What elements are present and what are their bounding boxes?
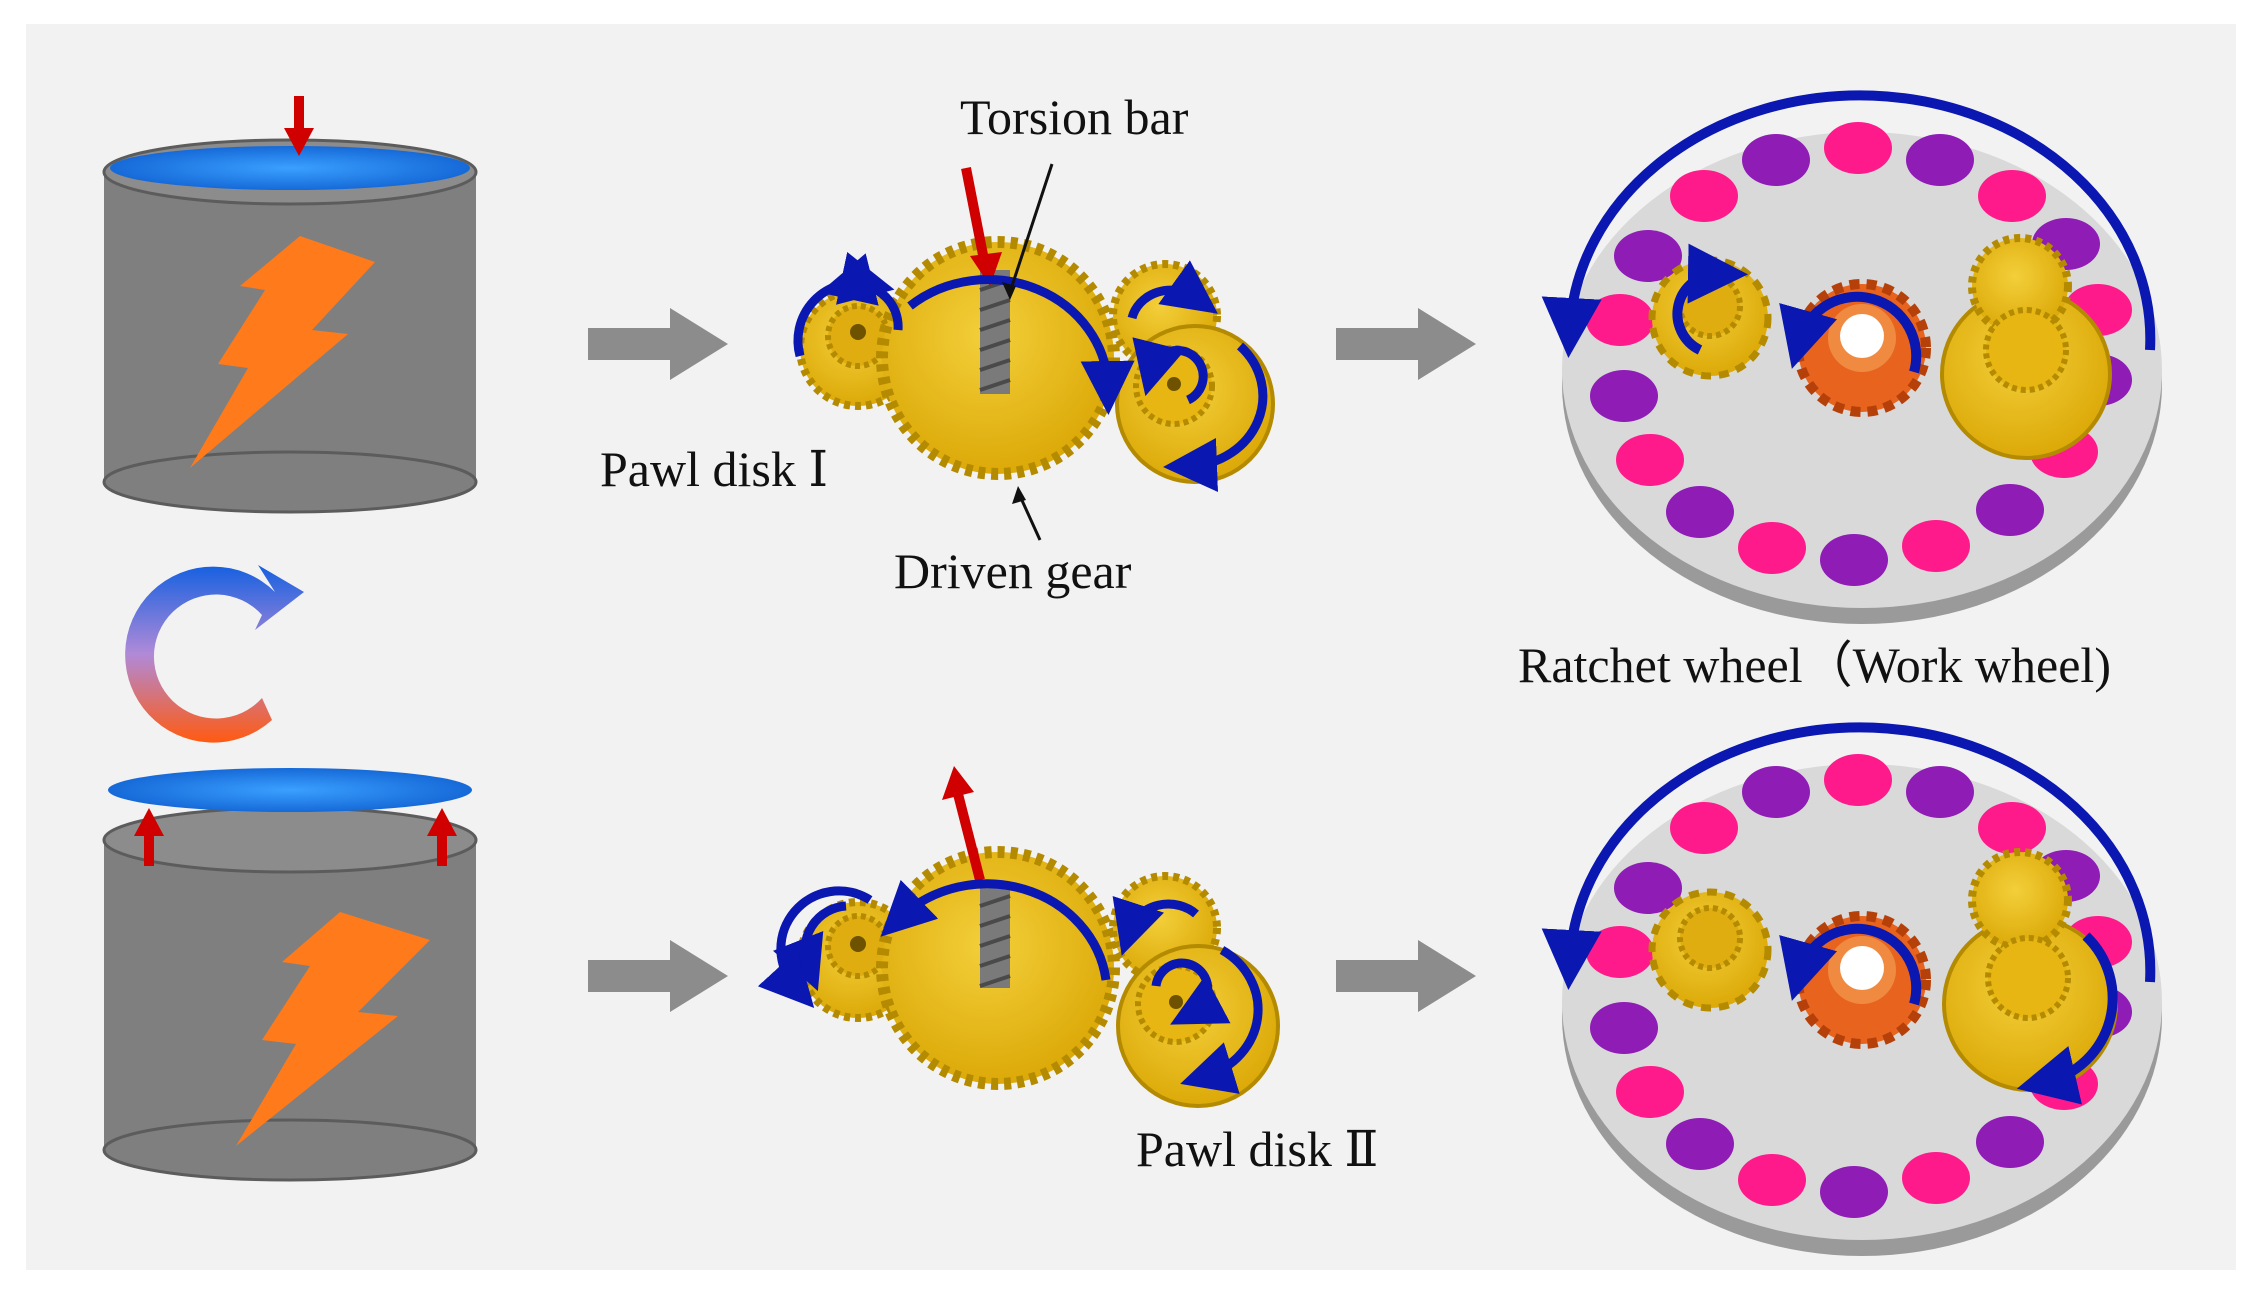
press-arrow-top bbox=[284, 96, 314, 156]
rotation-arrow bbox=[1672, 243, 1748, 355]
water-disc-bottom bbox=[108, 768, 472, 812]
magnet-ring-top bbox=[1586, 122, 2132, 586]
rotation-arrow bbox=[2016, 932, 2118, 1105]
rotation-arrow bbox=[793, 252, 895, 358]
rotation-arrow bbox=[1112, 895, 1199, 956]
torsion-bar-pointer bbox=[1010, 163, 1054, 287]
rotation-arrow bbox=[1180, 946, 1263, 1094]
piezo-cylinder-bottom bbox=[102, 768, 478, 1182]
gear-train-top bbox=[793, 163, 1275, 541]
gear-icon bbox=[1983, 307, 2069, 393]
rotation-arrow bbox=[907, 275, 1135, 415]
cycle-arrows-icon bbox=[125, 565, 304, 743]
ratchet-wheel-bottom bbox=[1541, 722, 2162, 1256]
rotation-arrow bbox=[1127, 260, 1218, 320]
twist-force-arrow bbox=[961, 167, 1002, 286]
rotation-arrow bbox=[880, 879, 1111, 981]
ratchet-wheel-top bbox=[1541, 90, 2162, 624]
label-torsion-bar: Torsion bar bbox=[960, 89, 1189, 145]
rotation-arrow bbox=[757, 886, 873, 1008]
label-pawl-disk-1: Pawl disk Ⅰ bbox=[600, 441, 828, 497]
ratchet-rotation-arrow bbox=[1541, 90, 2156, 358]
torsion-bar bbox=[980, 270, 1010, 394]
lift-arrow-right bbox=[427, 808, 457, 866]
flow-arrow-icon bbox=[1336, 940, 1476, 1012]
rotation-arrow bbox=[1132, 337, 1208, 405]
flow-arrow-icon bbox=[1336, 308, 1476, 380]
lightning-icon bbox=[190, 236, 375, 468]
rotation-arrow bbox=[1779, 923, 1922, 1006]
label-driven-gear: Driven gear bbox=[894, 543, 1132, 599]
rotation-arrow bbox=[1779, 291, 1922, 374]
release-force-arrow bbox=[942, 766, 985, 882]
lift-arrow-left bbox=[134, 808, 164, 866]
label-ratchet-wheel: Ratchet wheel（Work wheel) bbox=[1518, 637, 2111, 693]
flow-arrow-icon bbox=[588, 940, 728, 1012]
gear-train-bottom bbox=[757, 766, 1280, 1108]
rotation-arrow bbox=[1163, 342, 1268, 492]
gear-icon bbox=[1985, 935, 2071, 1021]
flow-arrow-icon bbox=[588, 308, 728, 380]
ratchet-rotation-arrow bbox=[1541, 722, 2156, 990]
piezo-cylinder-top bbox=[102, 96, 478, 514]
driven-gear-pointer bbox=[1018, 495, 1042, 541]
water-disc-top bbox=[110, 146, 470, 190]
label-pawl-disk-2: Pawl disk Ⅱ bbox=[1136, 1121, 1378, 1177]
lightning-icon bbox=[236, 912, 430, 1146]
rotation-arrow bbox=[1151, 958, 1231, 1025]
